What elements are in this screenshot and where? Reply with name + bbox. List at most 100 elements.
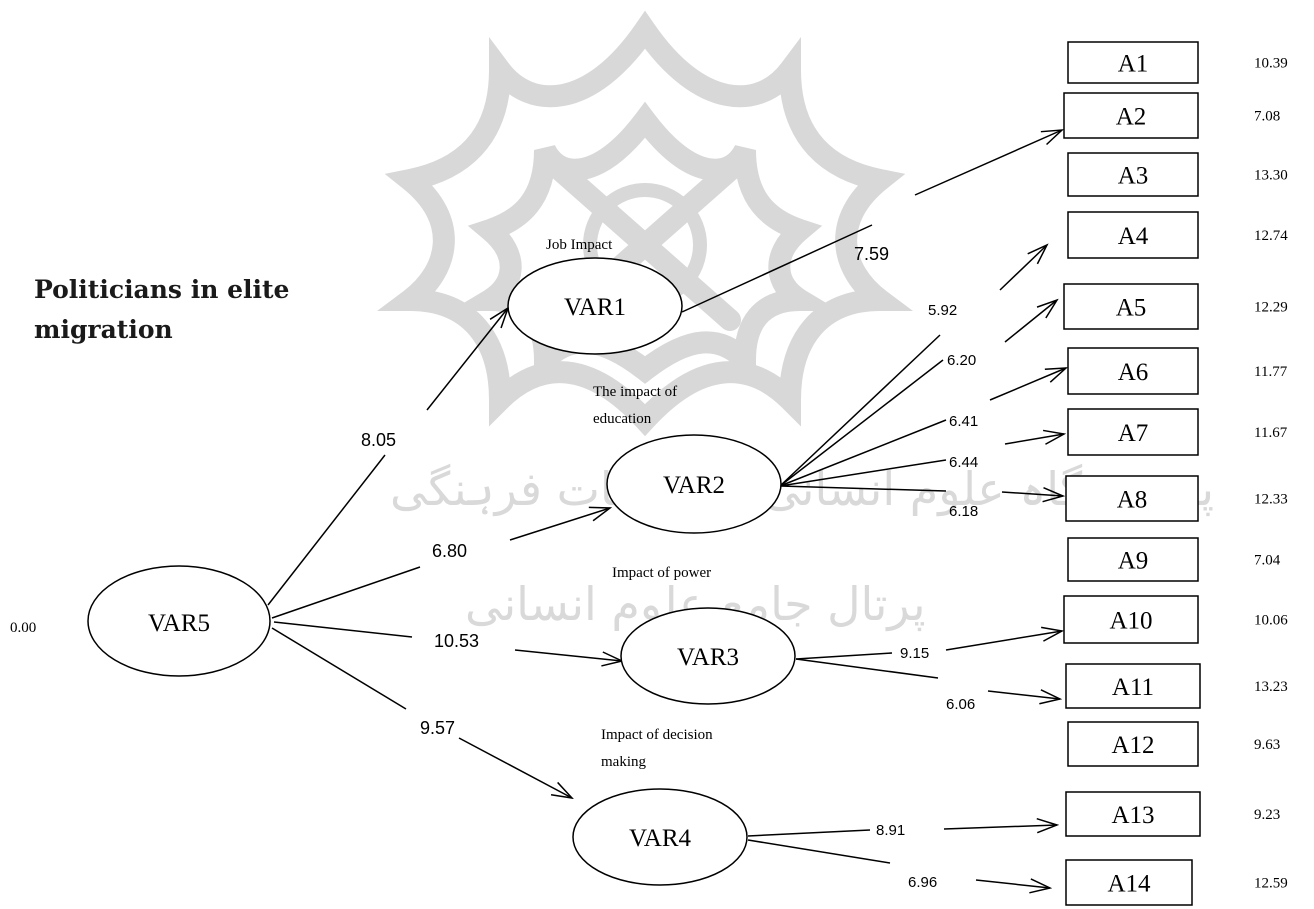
loading-var4-a13-head <box>943 825 1057 829</box>
indicator-label-a2: A2 <box>1116 104 1147 131</box>
indicator-box-a10 <box>1063 595 1199 644</box>
latent-var2: VAR2 <box>606 434 782 534</box>
indicator-label-a3: A3 <box>1118 163 1149 190</box>
loading-var2-1-head <box>999 245 1047 291</box>
indicator-label-a6: A6 <box>1118 359 1149 386</box>
indicator-box-a9 <box>1067 537 1199 582</box>
coef-var3-a10: 9.15 <box>900 645 929 662</box>
indicator-box-a14 <box>1065 859 1193 906</box>
coef-var2-1: 5.92 <box>928 302 957 319</box>
loading-var2-5-tail <box>779 485 947 492</box>
indicator-box-a2 <box>1063 92 1199 139</box>
loading-var2-4-head <box>1004 434 1064 444</box>
indicator-label-a9: A9 <box>1118 548 1149 575</box>
indicator-error-a5: 12.29 <box>1254 300 1288 316</box>
coef-var2-5: 6.18 <box>949 503 978 520</box>
loading-var3-a10-head <box>945 631 1062 651</box>
loading-var1-a2-head <box>914 130 1062 196</box>
indicator-box-a12 <box>1067 721 1199 767</box>
indicator-box-a5 <box>1063 283 1199 330</box>
indicator-box-a7 <box>1067 408 1199 456</box>
indicator-label-a1: A1 <box>1118 51 1149 78</box>
indicator-label-a13: A13 <box>1111 802 1154 829</box>
loading-var3-a11-head <box>987 691 1060 699</box>
indicator-error-a2: 7.08 <box>1254 109 1280 125</box>
coef-var5-var3: 10.53 <box>434 631 479 651</box>
path-var5-var4-tail <box>271 627 407 710</box>
path-var5-var2-head <box>509 508 610 541</box>
latent-var3-label: VAR3 <box>677 644 739 671</box>
loading-var4-a14-tail <box>747 839 891 864</box>
latent-var5: VAR5 <box>87 565 271 677</box>
coef-var3-a11: 6.06 <box>946 696 975 713</box>
indicator-error-a13: 9.23 <box>1254 807 1280 823</box>
coef-var2-2: 6.20 <box>947 352 976 369</box>
indicator-error-a4: 12.74 <box>1254 228 1288 244</box>
latent-var5-label: VAR5 <box>148 610 210 637</box>
indicator-error-a12: 9.63 <box>1254 737 1280 753</box>
loading-var2-3-head <box>989 368 1066 401</box>
coef-var5-var4: 9.57 <box>420 718 455 738</box>
loading-var3-a10-tail <box>795 652 893 660</box>
latent-var4-label: VAR4 <box>629 825 692 852</box>
watermark-logo <box>377 10 913 437</box>
loading-var4-a13-tail <box>747 829 871 837</box>
indicator-box-a11 <box>1065 663 1201 709</box>
error-var5: 0.00 <box>10 620 36 636</box>
loading-var1-a2-tail <box>681 224 873 313</box>
caption-var1: Job Impact <box>546 237 613 253</box>
indicator-box-a4 <box>1067 211 1199 259</box>
indicator-error-a14: 12.59 <box>1254 876 1288 892</box>
coef-var2-4: 6.44 <box>949 454 978 471</box>
indicator-label-a4: A4 <box>1118 223 1149 250</box>
indicator-error-a10: 10.06 <box>1254 613 1288 629</box>
indicator-label-a14: A14 <box>1107 871 1151 898</box>
indicator-box-a1 <box>1067 41 1199 84</box>
coef-var4-a13: 8.91 <box>876 822 905 839</box>
coef-var5-var2: 6.80 <box>432 541 467 561</box>
path-var5-var4-head <box>458 737 572 798</box>
indicator-box-a6 <box>1067 347 1199 395</box>
caption-var2: The impact of education <box>593 384 681 427</box>
indicator-label-a12: A12 <box>1111 732 1154 759</box>
latent-var1-label: VAR1 <box>564 294 626 321</box>
loading-var2-5-head <box>1001 492 1063 496</box>
path-var5-var2-tail <box>271 566 421 619</box>
loading-var2-3-tail <box>779 419 947 487</box>
coef-var2-3: 6.41 <box>949 413 978 430</box>
indicator-label-a10: A10 <box>1109 608 1152 635</box>
latent-var3: VAR3 <box>620 607 796 705</box>
indicator-label-a5: A5 <box>1116 295 1147 322</box>
indicator-error-a8: 12.33 <box>1254 492 1288 508</box>
loading-var2-2-tail <box>779 359 944 487</box>
loading-var3-a11-tail <box>795 658 939 679</box>
coef-var1-a2: 7.59 <box>854 244 889 264</box>
caption-var3: Impact of power <box>612 565 711 581</box>
indicator-error-a9: 7.04 <box>1254 553 1281 569</box>
indicator-label-a8: A8 <box>1117 487 1148 514</box>
indicator-error-a11: 13.23 <box>1254 679 1288 695</box>
path-var5-var3-head <box>514 649 622 661</box>
path-var5-var1-head <box>426 308 508 411</box>
path-var5-var3-tail <box>273 621 413 638</box>
latent-var1: VAR1 <box>507 257 683 355</box>
coef-var4-a14: 6.96 <box>908 874 937 891</box>
indicator-label-a7: A7 <box>1118 420 1149 447</box>
latent-var2-label: VAR2 <box>663 472 725 499</box>
indicator-error-a1: 10.39 <box>1254 56 1288 72</box>
indicator-error-a7: 11.67 <box>1254 425 1288 441</box>
indicator-box-a13 <box>1065 791 1201 837</box>
indicator-label-a11: A11 <box>1112 674 1154 701</box>
coef-var5-var1: 8.05 <box>361 430 396 450</box>
loading-var2-2-head <box>1004 300 1057 343</box>
indicator-box-a8 <box>1065 475 1199 522</box>
diagram-title: Politicians in elite migration <box>34 275 290 344</box>
indicator-error-a6: 11.77 <box>1254 364 1288 380</box>
caption-var4: Impact of decision making <box>601 727 716 770</box>
path-var5-var1 <box>267 454 386 606</box>
indicator-error-a3: 13.30 <box>1254 168 1288 184</box>
loading-var4-a14-head <box>975 880 1050 888</box>
loading-var2-4-tail <box>779 459 947 487</box>
